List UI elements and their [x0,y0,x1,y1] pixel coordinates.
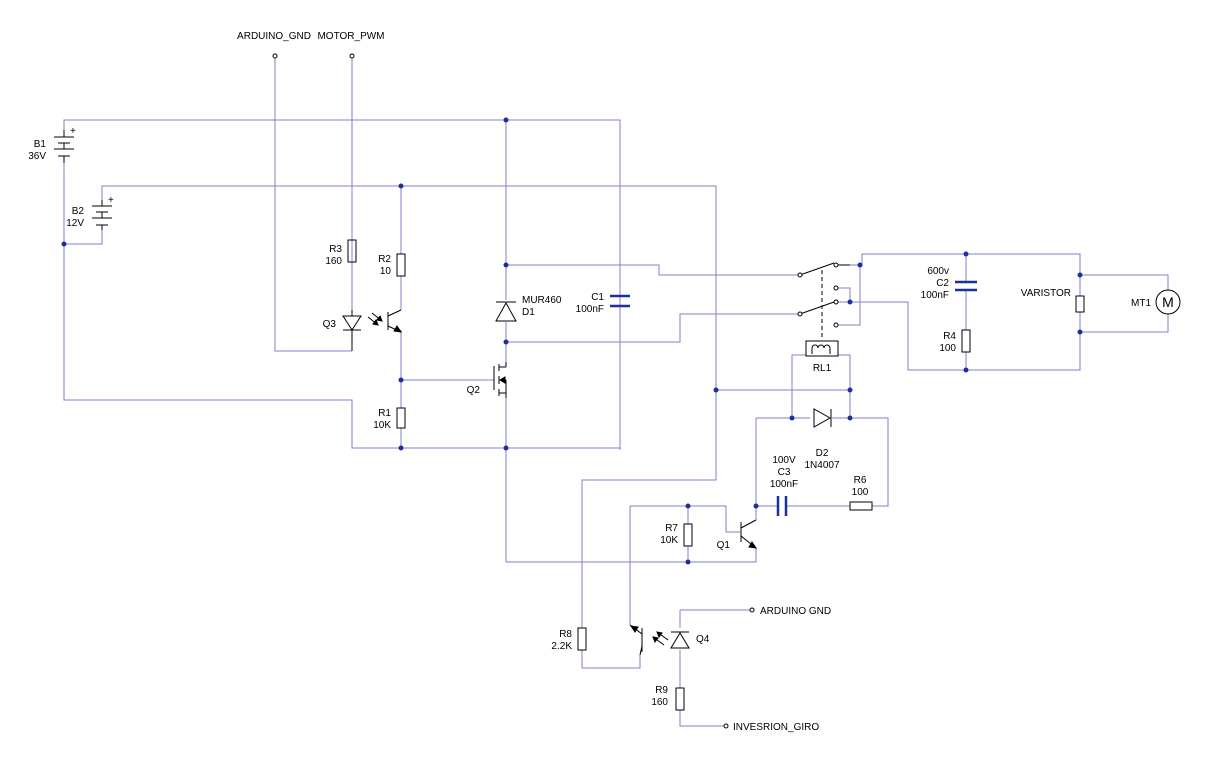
diode-d2-value: 1N4007 [804,460,839,471]
optocoupler-q4-ref: Q4 [696,634,710,645]
resistor-r9-value: 160 [651,697,668,708]
battery-b1-plus: + [70,126,76,137]
battery-b1-value: 36V [28,151,46,162]
resistor-r9-ref: R9 [655,685,668,696]
capacitor-c2-rating: 600v [927,266,949,277]
junction-dots [61,117,1083,565]
optocoupler-q3: Q3 [323,309,403,351]
resistor-r3: R3 160 [325,239,357,267]
varistor-label: VARISTOR [1021,288,1071,299]
net-terminal-arduino-gnd-top: ARDUINO_GND [237,31,311,59]
transistor-q1: Q1 [717,519,758,551]
resistor-r6: R6 100 [849,475,873,511]
relay-rl1-ref: RL1 [813,363,832,374]
resistor-r8-ref: R8 [559,629,572,640]
capacitor-c1: C1 100nF [576,292,630,315]
resistor-r2: R2 10 [378,253,406,277]
motor-mt1: M MT1 [1131,289,1181,315]
mosfet-q2-ref: Q2 [467,385,481,396]
resistor-r4-ref: R4 [943,331,956,342]
resistor-r6-ref: R6 [854,475,867,486]
net-label-motor-pwm: MOTOR_PWM [317,31,384,42]
capacitor-c2-value: 100nF [921,290,949,301]
capacitor-c3-ref: C3 [778,467,791,478]
resistor-r9: R9 160 [651,685,685,711]
battery-b2-value: 12V [66,218,84,229]
resistor-r3-value: 160 [325,256,342,267]
diode-d1-value: MUR460 [522,295,562,306]
resistor-r6-value: 100 [852,487,869,498]
net-label-arduino-gnd-top: ARDUINO_GND [237,31,311,42]
diode-d2: D2 1N4007 [804,408,840,471]
battery-b2-plus: + [108,195,114,206]
net-terminal-inversion-giro: INVESRION_GIRO [723,722,819,733]
resistor-r7-ref: R7 [665,523,678,534]
varistor: VARISTOR [1021,288,1085,313]
net-terminal-motor-pwm: MOTOR_PWM [317,31,385,59]
resistor-r2-value: 10 [380,266,392,277]
capacitor-c3-value: 100nF [770,479,798,490]
resistor-r4: R4 100 [939,329,971,354]
battery-b1-ref: B1 [34,139,47,150]
diode-d1: MUR460 D1 [495,295,562,322]
net-label-arduino-gnd-bottom: ARDUINO GND [760,606,831,617]
capacitor-c3-rating: 100V [772,455,796,466]
resistor-r7-value: 10K [660,535,678,546]
optocoupler-q4: Q4 [629,624,710,656]
resistor-r3-ref: R3 [329,244,342,255]
resistor-r2-ref: R2 [378,254,391,265]
resistor-r1: R1 10K [373,407,406,431]
relay-rl1: RL1 [797,262,850,374]
resistor-r8: R8 2.2K [551,627,587,652]
motor-mt1-ref: MT1 [1131,298,1151,309]
capacitor-c3: 100V C3 100nF [770,455,798,516]
transistor-q1-ref: Q1 [717,540,731,551]
capacitor-c2-ref: C2 [936,278,949,289]
diode-d2-ref: D2 [816,448,829,459]
battery-b1: + B1 36V [28,126,76,163]
battery-b2-ref: B2 [72,206,85,217]
resistor-r8-value: 2.2K [551,641,572,652]
optocoupler-q3-ref: Q3 [323,319,337,330]
resistor-r1-ref: R1 [378,408,391,419]
capacitor-c1-ref: C1 [591,292,604,303]
battery-b2: + B2 12V [66,195,114,230]
resistor-r7: R7 10K [660,523,693,547]
capacitor-c2: 600v C2 100nF [921,266,977,301]
resistor-r4-value: 100 [939,343,956,354]
capacitor-c1-value: 100nF [576,304,604,315]
net-label-inversion-giro: INVESRION_GIRO [733,722,819,733]
wires [63,58,1169,727]
diode-d1-ref: D1 [522,307,535,318]
mosfet-q2: Q2 [467,362,507,398]
motor-mt1-symbol: M [1162,294,1174,310]
net-terminal-arduino-gnd-bottom: ARDUINO GND [749,606,831,617]
resistor-r1-value: 10K [373,420,391,431]
